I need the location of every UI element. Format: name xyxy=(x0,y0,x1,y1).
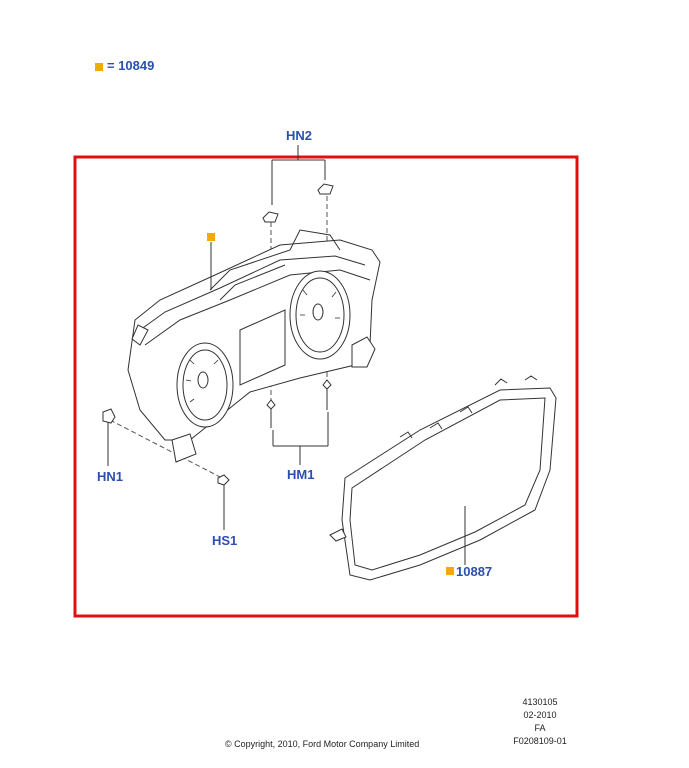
legend-marker-icon xyxy=(95,62,103,71)
label-hn1: HN1 xyxy=(97,469,124,484)
part-10849-marker-icon xyxy=(207,233,215,241)
hm1-screw-icon xyxy=(266,379,332,428)
drawing-metadata: 4130105 02-2010 FA F0208109-01 xyxy=(500,696,580,748)
label-part-10887: 10887 xyxy=(456,564,493,579)
meta-line-2: 02-2010 xyxy=(523,710,557,720)
label-hs1: HS1 xyxy=(212,533,238,548)
hs1-screw-icon xyxy=(217,474,230,486)
meta-line-3: FA xyxy=(534,723,546,733)
legend-text: = 10849 xyxy=(107,58,155,73)
meta-line-1: 4130105 xyxy=(522,697,558,707)
hn1-clip-icon xyxy=(102,408,116,424)
highlight-frame xyxy=(73,155,579,618)
label-hn2: HN2 xyxy=(286,128,313,143)
label-hm1: HM1 xyxy=(287,467,315,482)
meta-line-4: F0208109-01 xyxy=(513,736,567,746)
legend: = 10849 xyxy=(95,58,154,73)
part-10887-marker-icon xyxy=(446,567,454,575)
hn2-leader xyxy=(271,145,326,205)
cluster-lens xyxy=(329,375,557,581)
copyright-notice: © Copyright, 2010, Ford Motor Company Li… xyxy=(225,739,420,749)
hn2-clip-icon xyxy=(262,183,334,223)
instrument-cluster xyxy=(127,229,381,463)
hm1-leader xyxy=(272,412,329,465)
